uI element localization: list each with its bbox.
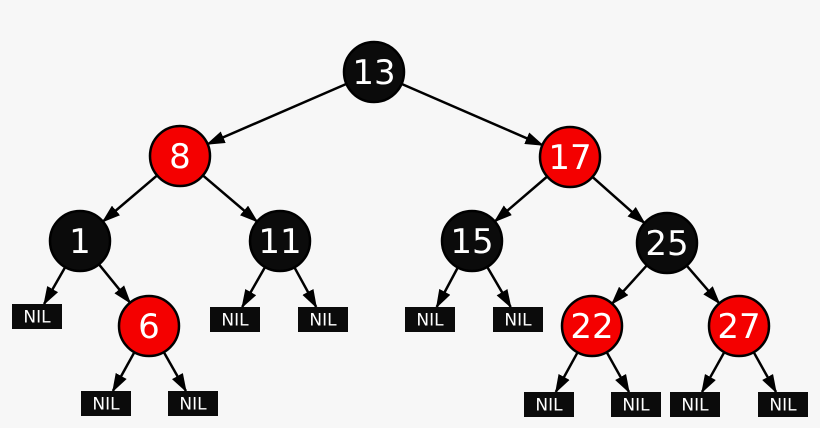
tree-node-25: 25 bbox=[635, 211, 699, 275]
nil-box bbox=[524, 392, 574, 417]
nil-label: NIL bbox=[535, 395, 563, 415]
nil-label: NIL bbox=[504, 310, 532, 330]
node-13-label: 13 bbox=[352, 53, 395, 93]
nil-leaf-6-right: NIL bbox=[168, 391, 218, 416]
edge-8-11 bbox=[202, 174, 259, 223]
nil-leaf-27-left: NIL bbox=[670, 392, 720, 417]
tree-node-17: 17 bbox=[538, 125, 602, 189]
nil-label: NIL bbox=[179, 394, 207, 414]
tree-node-15: 15 bbox=[440, 209, 504, 273]
nil-leaf-11-right: NIL bbox=[298, 307, 348, 332]
nil-box bbox=[298, 307, 348, 332]
edge-25-22 bbox=[611, 264, 648, 305]
nil-box bbox=[493, 307, 543, 332]
edge-27-nil-r bbox=[752, 351, 778, 394]
nil-label: NIL bbox=[622, 395, 650, 415]
tree-node-1: 1 bbox=[48, 209, 112, 273]
tree-node-27: 27 bbox=[707, 294, 771, 358]
node-1-label: 1 bbox=[69, 222, 91, 262]
node-1-circle bbox=[48, 209, 112, 273]
tree-node-22: 22 bbox=[560, 294, 624, 358]
nil-leaf-22-left: NIL bbox=[524, 392, 574, 417]
node-11-label: 11 bbox=[258, 222, 301, 262]
node-8-label: 8 bbox=[169, 137, 191, 177]
node-8-circle bbox=[148, 124, 212, 188]
node-15-label: 15 bbox=[450, 222, 493, 262]
node-22-label: 22 bbox=[570, 307, 613, 347]
node-22-circle bbox=[560, 294, 624, 358]
edge-11-nil-l bbox=[241, 266, 267, 309]
edge-15-nil-r bbox=[486, 266, 512, 309]
nil-box bbox=[405, 307, 455, 332]
nil-box bbox=[758, 392, 808, 417]
nil-leaf-1-left: NIL bbox=[12, 304, 62, 329]
nil-label: NIL bbox=[309, 310, 337, 330]
node-25-circle bbox=[635, 211, 699, 275]
node-6-label: 6 bbox=[138, 307, 160, 347]
nil-box bbox=[670, 392, 720, 417]
node-11-circle bbox=[248, 209, 312, 273]
tree-node-11: 11 bbox=[248, 209, 312, 273]
edge-1-6 bbox=[97, 263, 132, 304]
node-27-circle bbox=[707, 294, 771, 358]
nil-box bbox=[168, 391, 218, 416]
edge-27-nil-l bbox=[700, 351, 726, 394]
edge-11-nil-r bbox=[293, 266, 318, 309]
nil-box bbox=[81, 391, 131, 416]
tree-node-6: 6 bbox=[117, 294, 181, 358]
edge-22-nil-l bbox=[554, 351, 579, 394]
node-25-label: 25 bbox=[645, 224, 688, 264]
node-15-circle bbox=[440, 209, 504, 273]
nil-label: NIL bbox=[221, 310, 249, 330]
edge-22-nil-r bbox=[605, 351, 631, 394]
tree-node-13: 13 bbox=[342, 40, 406, 104]
edge-25-27 bbox=[685, 264, 721, 305]
edge-6-nil-r bbox=[162, 351, 187, 393]
node-27-label: 27 bbox=[717, 307, 760, 347]
nil-box bbox=[12, 304, 62, 329]
nil-label: NIL bbox=[681, 395, 709, 415]
edge-17-15 bbox=[493, 175, 549, 223]
nil-label: NIL bbox=[416, 310, 444, 330]
edge-8-1 bbox=[101, 174, 158, 223]
tree-edges bbox=[43, 82, 778, 394]
node-13-circle bbox=[342, 40, 406, 104]
nil-leaf-11-left: NIL bbox=[210, 307, 260, 332]
nil-leaf-15-right: NIL bbox=[493, 307, 543, 332]
nil-label: NIL bbox=[769, 395, 797, 415]
edge-13-17 bbox=[401, 82, 544, 147]
nil-leaf-27-right: NIL bbox=[758, 392, 808, 417]
node-6-circle bbox=[117, 294, 181, 358]
edge-13-8 bbox=[206, 82, 347, 146]
edge-15-nil-l bbox=[435, 266, 459, 309]
edge-6-nil-l bbox=[111, 351, 136, 393]
nil-box bbox=[611, 392, 661, 417]
node-17-label: 17 bbox=[548, 138, 591, 178]
node-17-circle bbox=[538, 125, 602, 189]
nil-label: NIL bbox=[92, 394, 120, 414]
nil-leaf-22-right: NIL bbox=[611, 392, 661, 417]
nil-box bbox=[210, 307, 260, 332]
edge-17-25 bbox=[591, 175, 646, 225]
tree-node-8: 8 bbox=[148, 124, 212, 188]
edge-1-nil bbox=[43, 266, 67, 306]
nil-label: NIL bbox=[23, 307, 51, 327]
nil-leaf-15-left: NIL bbox=[405, 307, 455, 332]
nil-leaf-6-left: NIL bbox=[81, 391, 131, 416]
